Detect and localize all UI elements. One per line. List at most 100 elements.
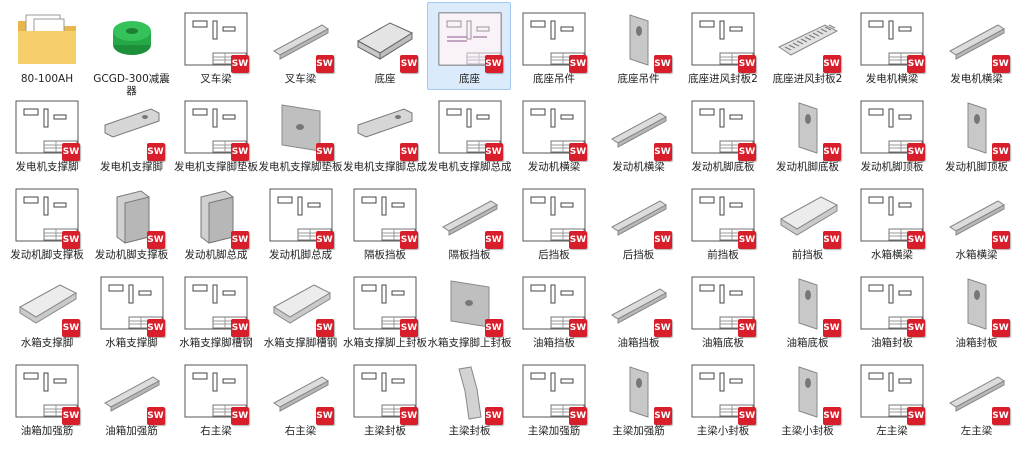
part-thumbnail-icon: SW <box>352 95 418 161</box>
solidworks-badge-icon: SW <box>907 143 925 161</box>
part-thumbnail-icon: SW <box>352 7 418 73</box>
solidworks-badge-icon: SW <box>822 55 841 73</box>
solidworks-badge-icon: SW <box>653 143 672 161</box>
solidworks-badge-icon: SW <box>738 407 756 425</box>
part-thumbnail-icon <box>99 7 165 73</box>
part-thumbnail-icon: SW <box>99 95 165 161</box>
folder-item[interactable]: 80-100AH <box>4 2 88 90</box>
file-item[interactable]: GCGD-300减震器 <box>89 2 173 97</box>
solidworks-badge-icon: SW <box>822 407 841 425</box>
file-name-label: 底座进风封板2 <box>772 73 843 85</box>
solidworks-badge-icon: SW <box>569 143 587 161</box>
file-name-label: 发电机支撑脚垫板 <box>258 161 343 173</box>
solidworks-badge-icon: SW <box>569 231 587 249</box>
drawing-thumbnail-icon: SW <box>859 7 925 73</box>
part-thumbnail-icon: SW <box>775 183 841 249</box>
file-name-label: 发电机支撑脚 <box>100 161 163 173</box>
part-thumbnail-icon: SW <box>606 359 672 425</box>
file-name-label: 发动机脚总成 <box>269 249 332 261</box>
file-name-label: 水箱支撑脚 <box>20 337 74 349</box>
part-thumbnail-icon: SW <box>944 7 1010 73</box>
part-thumbnail-icon: SW <box>268 7 334 73</box>
solidworks-badge-icon: SW <box>231 55 249 73</box>
part-thumbnail-icon: SW <box>606 7 672 73</box>
solidworks-badge-icon: SW <box>146 143 165 161</box>
part-thumbnail-icon: SW <box>606 183 672 249</box>
file-name-label: 80-100AH <box>20 73 74 85</box>
solidworks-badge-icon: SW <box>400 407 418 425</box>
solidworks-badge-icon: SW <box>231 143 249 161</box>
drawing-thumbnail-icon: SW <box>183 271 249 337</box>
solidworks-badge-icon: SW <box>569 407 587 425</box>
file-name-label: 油箱加强筋 <box>105 425 158 437</box>
solidworks-badge-icon: SW <box>907 55 925 73</box>
file-name-label: 水箱支撑脚 <box>105 337 158 349</box>
solidworks-badge-icon: SW <box>315 319 334 337</box>
drawing-thumbnail-icon: SW <box>268 183 334 249</box>
file-name-label: 主梁小封板 <box>781 425 834 437</box>
drawing-thumbnail-icon: SW <box>183 95 249 161</box>
part-thumbnail-icon: SW <box>99 359 165 425</box>
drawing-thumbnail-icon: SW <box>99 271 165 337</box>
